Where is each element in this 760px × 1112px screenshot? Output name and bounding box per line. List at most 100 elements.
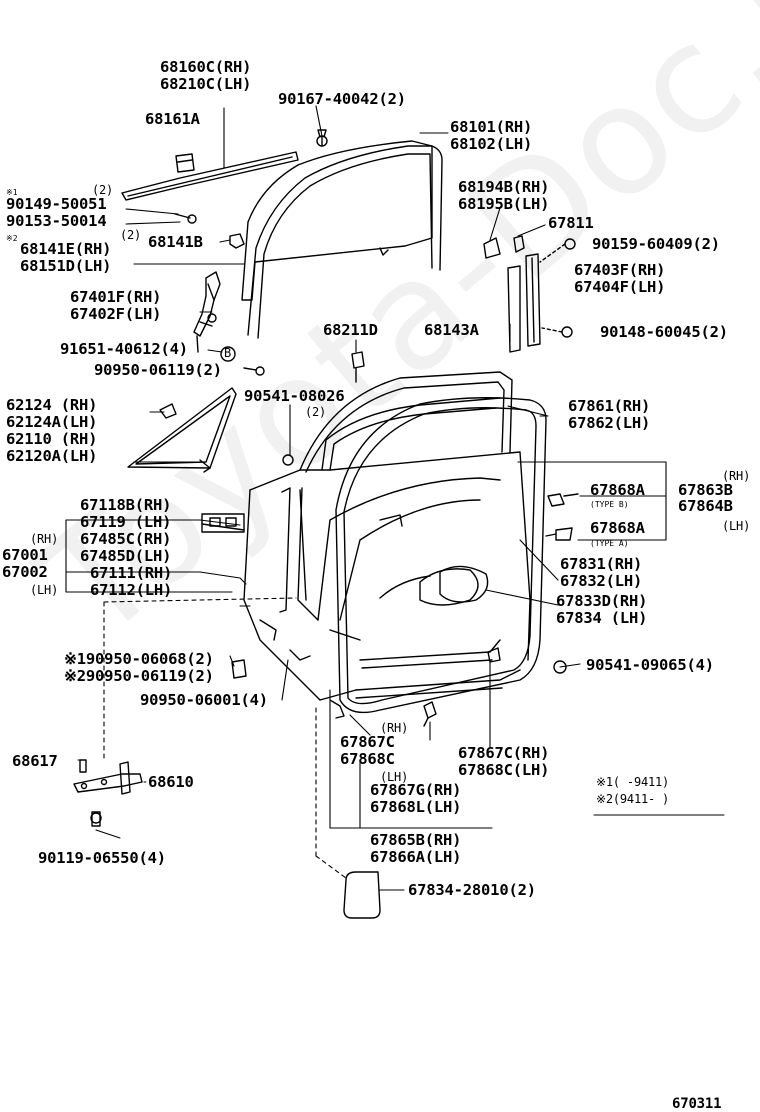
label-67868c: 67868C: [340, 750, 395, 768]
label-68195b: 68195B(LH): [458, 195, 550, 213]
clip-68211d-shape: [351, 351, 365, 383]
label-68141b: 68141B: [148, 233, 203, 251]
label-67401f: 67401F(RH): [70, 288, 162, 306]
circle-b-label: B: [224, 346, 232, 360]
label-67485c: 67485C(RH): [80, 530, 172, 548]
label-67118b: 67118B(RH): [80, 496, 172, 514]
bracket-68141b-shape: [229, 233, 245, 249]
division-bar-67401f-shape: [193, 271, 221, 353]
label-67833d: 67833D(RH): [556, 592, 648, 610]
qty-2a: (2): [92, 183, 114, 197]
label-67867g: 67867G(RH): [370, 781, 462, 799]
label-67832: 67832(LH): [560, 572, 643, 590]
lh-mid: (LH): [380, 770, 409, 784]
label-90148: 90148-60045(2): [600, 323, 728, 341]
label-68151d: 68151D(LH): [20, 257, 112, 275]
label-68160c: 68160C(RH): [160, 58, 252, 76]
type-a: (TYPE A): [590, 539, 629, 548]
label-67863b: 67863B: [678, 481, 733, 499]
lh-left: (LH): [30, 583, 59, 597]
glass-run-channel-shape: [247, 145, 443, 339]
label-68141e: 68141E(RH): [20, 240, 112, 258]
label-62120a: 62120A(LH): [6, 447, 98, 465]
label-90119: 90119-06550(4): [38, 849, 166, 867]
qty-2c: (2): [305, 405, 327, 419]
rh-left: (RH): [30, 532, 59, 546]
label-62110: 62110 (RH): [6, 430, 98, 448]
access-cover-shape: [439, 565, 489, 603]
diagram-id: 670311: [672, 1096, 722, 1112]
label-67864b: 67864B: [678, 497, 733, 515]
label-68101: 68101(RH): [450, 118, 533, 136]
label-90950a: 90950-06119(2): [94, 361, 222, 379]
label-91651: 91651-40612(4): [60, 340, 188, 358]
label-62124: 62124 (RH): [6, 396, 98, 414]
rear-channel-67403f-shape: [507, 238, 576, 353]
rh-right: (RH): [722, 469, 751, 483]
label-67119: 67119 (LH): [80, 513, 172, 531]
note1-mark: ※1: [6, 188, 18, 197]
label-90153: 90153-50014: [6, 212, 107, 230]
label-67834: 67834 (LH): [556, 609, 648, 627]
label-90541b: 90541-09065(4): [586, 656, 714, 674]
lh-right: (LH): [722, 519, 751, 533]
door-glass-shape: [241, 140, 433, 301]
label-68194b: 68194B(RH): [458, 178, 550, 196]
label-67868l: 67868L(LH): [370, 798, 462, 816]
label-68211d: 68211D: [323, 321, 378, 339]
label-67404f: 67404F(LH): [574, 278, 666, 296]
leader-lines: [65, 105, 725, 891]
screw-90149-shape: [174, 213, 197, 224]
quarter-window-shape: [127, 387, 237, 473]
qty-2b: (2): [120, 228, 142, 242]
legend-2: ※2(9411- ): [596, 792, 670, 806]
label-67867c-rh: 67867C(RH): [458, 744, 550, 762]
label-67868a-b: 67868A: [590, 481, 645, 499]
label-68617: 68617: [12, 752, 58, 770]
label-67811: 67811: [548, 214, 594, 232]
door-check-shape: [73, 759, 143, 827]
label-67402f: 67402F(LH): [70, 305, 162, 323]
label-67861: 67861(RH): [568, 397, 651, 415]
label-67485d: 67485D(LH): [80, 547, 172, 565]
label-68610: 68610: [148, 773, 194, 791]
label-90159: 90159-60409(2): [592, 235, 720, 253]
clip-68194b-shape: [483, 235, 525, 259]
hinge-tabs-shape: [201, 513, 245, 533]
label-67831: 67831(RH): [560, 555, 643, 573]
label-68143a: 68143A: [424, 321, 479, 339]
label-67002: 67002: [2, 563, 48, 581]
label-67867c: 67867C: [340, 733, 395, 751]
label-67403f: 67403F(RH): [574, 261, 666, 279]
label-68210c: 68210C(LH): [160, 75, 252, 93]
rh-mid: (RH): [380, 721, 409, 735]
label-67001: 67001: [2, 546, 48, 564]
label-68102: 68102(LH): [450, 135, 533, 153]
label-90950d: 90950-06001(4): [140, 691, 268, 709]
note2-mark: ※2: [6, 234, 18, 243]
trim-clip-67868a-shape: [545, 493, 579, 541]
label-62124a: 62124A(LH): [6, 413, 98, 431]
clip-90541a-shape: [282, 454, 294, 466]
weatherstrip-shape: [335, 397, 547, 714]
label-67868a-a: 67868A: [590, 519, 645, 537]
circle-b-shape: [220, 346, 265, 376]
label-67112: 67112(LH): [90, 581, 173, 599]
label-90167: 90167-40042(2): [278, 90, 406, 108]
label-68161a: 68161A: [145, 110, 200, 128]
lower-clips-shape: [231, 647, 567, 727]
upper-moulding-shape: [121, 151, 299, 201]
label-67866a: 67866A(LH): [370, 848, 462, 866]
label-67865b: 67865B(RH): [370, 831, 462, 849]
clip-90167-shape: [316, 129, 328, 147]
label-90950c: ※290950-06119(2): [64, 667, 214, 685]
label-90149: 90149-50051: [6, 195, 107, 213]
label-90950b: ※190950-06068(2): [64, 650, 214, 668]
label-67111: 67111(RH): [90, 564, 173, 582]
legend-1: ※1( -9411): [596, 775, 670, 789]
label-67868c-lh: 67868C(LH): [458, 761, 550, 779]
hole-cover-shape: [343, 871, 381, 919]
label-67834-28010: 67834-28010(2): [408, 881, 536, 899]
